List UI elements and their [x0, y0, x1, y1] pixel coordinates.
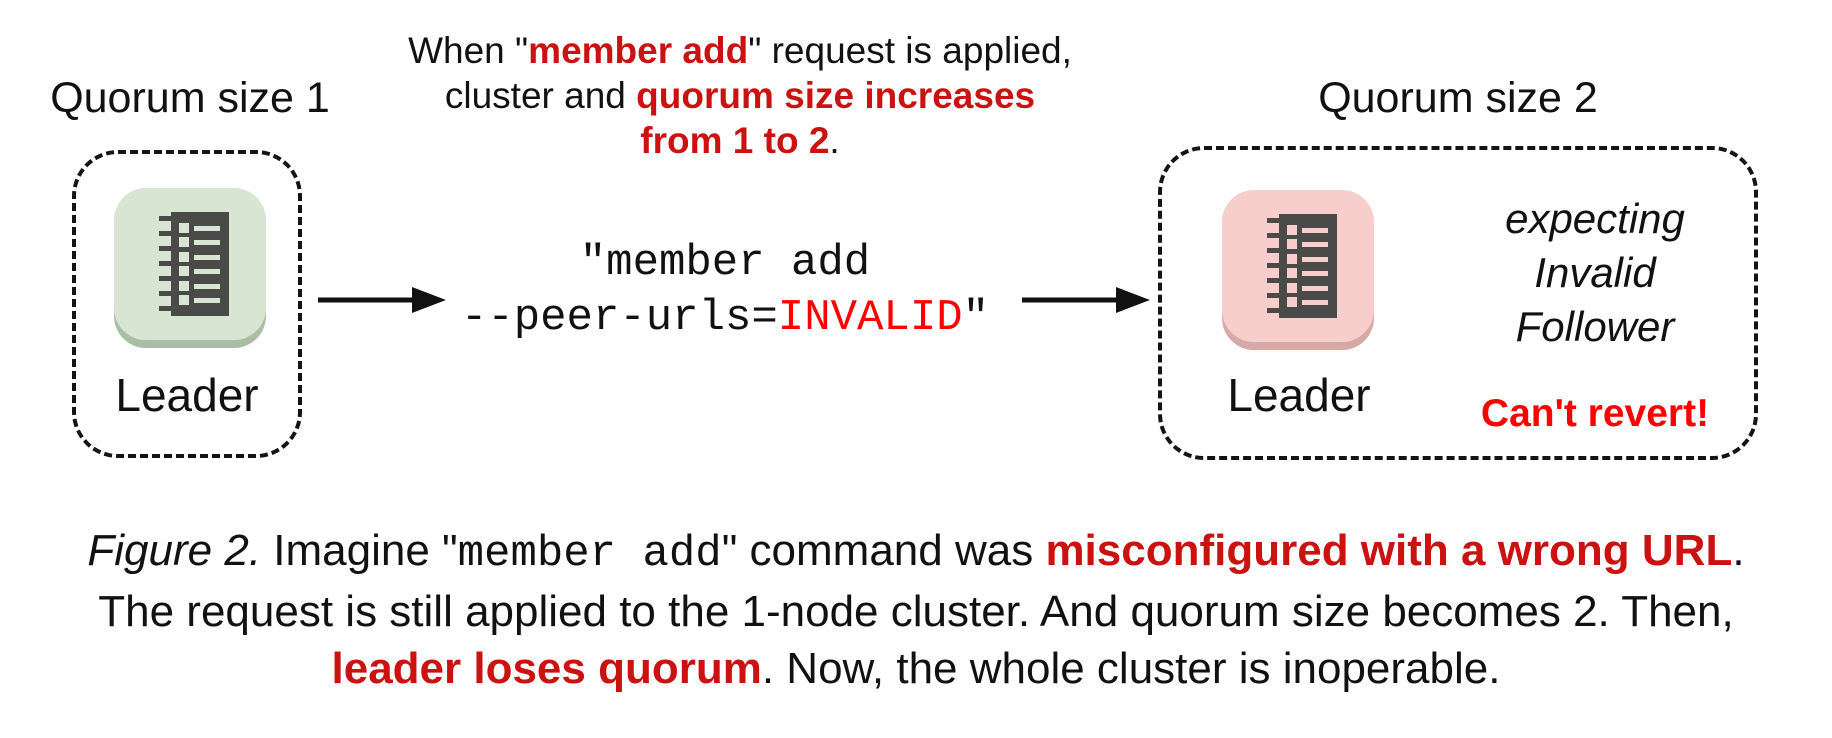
cant-revert-note: Can't revert! — [1480, 392, 1710, 435]
left-cluster-title: Quorum size 1 — [50, 74, 330, 122]
leader-node-pink — [1222, 190, 1374, 350]
side-note-line: Invalid — [1534, 249, 1656, 296]
caption-line: leader loses quorum. Now, the whole clus… — [331, 644, 1501, 693]
command-line: --peer-urls=INVALID" — [460, 293, 990, 343]
command-line: "member add — [579, 238, 871, 288]
arrow-right-icon — [1020, 283, 1152, 322]
side-note-line: Follower — [1515, 303, 1675, 350]
arrow-right-icon — [316, 283, 448, 322]
right-cluster-title: Quorum size 2 — [1318, 74, 1598, 122]
caption-line: The request is still applied to the 1-no… — [98, 587, 1734, 636]
figure-caption: Figure 2. Imagine "member add" command w… — [0, 522, 1832, 697]
explain-line: from 1 to 2. — [640, 120, 840, 161]
side-note-line: expecting — [1505, 195, 1685, 242]
server-list-icon — [1222, 190, 1374, 350]
explain-line: When "member add" request is applied, — [408, 30, 1072, 71]
left-cluster-box — [72, 150, 302, 458]
leader-node-green — [114, 188, 266, 348]
explain-line: cluster and quorum size increases — [444, 75, 1036, 116]
explain-text: When "member add" request is applied, cl… — [360, 28, 1120, 163]
command-text: "member add --peer-urls=INVALID" — [380, 236, 1070, 346]
caption-line: Figure 2. Imagine "member add" command w… — [87, 526, 1745, 579]
right-cluster-box — [1158, 146, 1758, 460]
expecting-follower-note: expecting Invalid Follower — [1430, 192, 1760, 354]
right-leader-label: Leader — [1227, 369, 1371, 421]
left-leader-label: Leader — [115, 369, 259, 421]
server-list-icon — [114, 188, 266, 348]
